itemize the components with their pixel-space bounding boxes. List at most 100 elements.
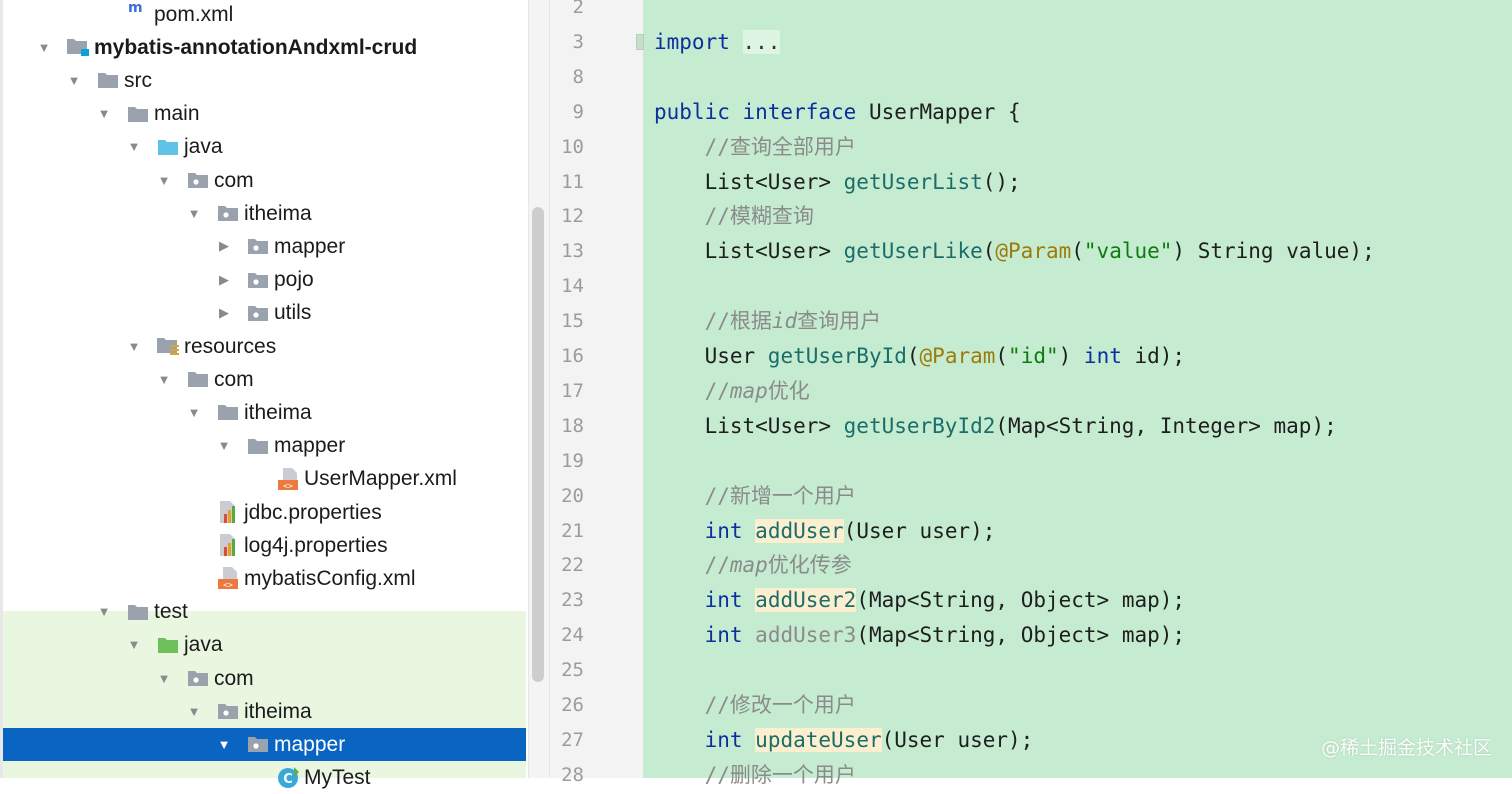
code-line[interactable]: //新增一个用户 (654, 479, 856, 514)
expand-arrow-icon[interactable]: ▼ (157, 371, 171, 387)
tree-item-label: UserMapper.xml (304, 467, 457, 491)
tree-item[interactable]: ▼com (3, 363, 526, 396)
package-icon (186, 164, 210, 197)
code-editor[interactable] (643, 0, 1512, 778)
line-number: 15 (561, 310, 584, 333)
code-token (654, 519, 705, 543)
expand-arrow-icon[interactable]: ▼ (187, 205, 201, 221)
expand-arrow-icon[interactable]: ▼ (127, 139, 141, 155)
code-token: 优化传参 (767, 553, 852, 578)
code-line[interactable]: //查询全部用户 (654, 130, 856, 165)
tree-item[interactable]: ▼ resources (3, 330, 526, 363)
collapse-arrow-icon[interactable]: ▶ (219, 238, 229, 254)
code-line[interactable]: //模糊查询 (654, 199, 814, 234)
code-line[interactable]: //map优化 (654, 374, 810, 409)
code-line[interactable]: public interface UserMapper { (654, 95, 1021, 130)
code-line[interactable]: //根据id查询用户 (654, 304, 882, 339)
expand-arrow-icon[interactable]: ▼ (187, 703, 201, 719)
expand-arrow-icon[interactable]: ▼ (97, 604, 111, 620)
tree-item[interactable]: ▼itheima (3, 197, 526, 230)
maven-icon: m (126, 0, 150, 31)
xml-file-icon: <> (216, 562, 240, 595)
code-token: int (704, 727, 743, 752)
code-line[interactable]: List<User> getUserLike(@Param("value") S… (654, 234, 1375, 269)
editor-gutter (550, 0, 643, 778)
tree-item[interactable]: ▼com (3, 662, 526, 695)
code-token (654, 693, 705, 717)
expand-arrow-icon[interactable]: ▼ (67, 72, 81, 88)
tree-item[interactable]: ▼mybatis-annotationAndxml-crud (3, 31, 526, 64)
code-token: @Param (995, 239, 1072, 264)
code-line[interactable]: import ... (654, 25, 781, 60)
tree-item-label: utils (274, 301, 312, 325)
tree-item[interactable]: ▼test (3, 595, 526, 628)
code-line[interactable]: int addUser2(Map<String, Object> map); (654, 583, 1185, 618)
svg-text:<>: <> (223, 581, 233, 590)
tree-item[interactable]: ▼ itheima (3, 396, 526, 429)
tree-item[interactable]: log4j.properties (3, 529, 526, 562)
fold-toggle-icon[interactable] (636, 34, 644, 50)
tree-item-label: mapper (274, 732, 346, 756)
folder-icon (246, 429, 270, 462)
expand-arrow-icon[interactable]: ▼ (97, 106, 111, 122)
tree-item[interactable]: <>mybatisConfig.xml (3, 562, 526, 595)
code-line[interactable]: List<User> getUserById2(Map<String, Inte… (654, 409, 1337, 444)
package-icon (246, 263, 270, 296)
expand-arrow-icon[interactable]: ▼ (127, 338, 141, 354)
code-token: map (729, 553, 768, 578)
code-line[interactable]: List<User> getUserList(); (654, 165, 1021, 200)
code-token: ( (982, 239, 996, 264)
code-token: "value" (1083, 239, 1173, 264)
code-line[interactable]: User getUserById(@Param("id") int id); (654, 339, 1186, 374)
tree-item[interactable]: ▼java (3, 130, 526, 163)
code-line[interactable]: //map优化传参 (654, 548, 852, 583)
tree-item[interactable]: ▶ utils (3, 296, 526, 329)
package-icon (186, 662, 210, 695)
code-token: ( (906, 344, 920, 368)
code-line[interactable]: //修改一个用户 (654, 688, 856, 723)
collapse-arrow-icon[interactable]: ▶ (219, 304, 229, 320)
tree-item-label: itheima (244, 400, 312, 424)
tree-item[interactable]: ▼src (3, 64, 526, 97)
expand-arrow-icon[interactable]: ▼ (187, 404, 201, 420)
expand-arrow-icon[interactable]: ▼ (157, 172, 171, 188)
code-line[interactable]: //删除一个用户 (654, 758, 856, 793)
collapse-arrow-icon[interactable]: ▶ (219, 271, 229, 287)
tree-scrollbar-thumb[interactable] (532, 207, 544, 682)
tree-item-label: MyTest (304, 766, 371, 790)
code-line[interactable]: int addUser(User user); (654, 514, 995, 549)
tree-item[interactable]: ▶mapper (3, 230, 526, 263)
expand-arrow-icon[interactable]: ▼ (157, 670, 171, 686)
tree-item[interactable]: ▼itheima (3, 695, 526, 728)
tree-item[interactable]: ▶ pojo (3, 263, 526, 296)
tree-item-label: log4j.properties (244, 533, 388, 557)
tree-item-label: pojo (274, 268, 314, 292)
tree-item[interactable]: ▼java (3, 628, 526, 661)
expand-arrow-icon[interactable]: ▼ (127, 637, 141, 653)
tree-item[interactable]: ▼mapper (3, 429, 526, 462)
code-token: getUserById2 (843, 413, 996, 438)
tree-item[interactable]: ▼ mapper (3, 727, 526, 761)
tree-item-label: resources (184, 334, 277, 358)
code-line[interactable]: int addUser3(Map<String, Object> map); (654, 618, 1185, 653)
code-token: (User user); (843, 518, 996, 543)
line-number: 28 (561, 763, 584, 786)
line-number: 21 (561, 519, 584, 542)
test-root-folder-icon (156, 628, 180, 661)
folder-icon (96, 64, 120, 97)
code-token (654, 588, 705, 612)
tree-item[interactable]: <>UserMapper.xml (3, 462, 526, 495)
properties-file-icon (216, 529, 240, 562)
expand-arrow-icon[interactable]: ▼ (217, 438, 231, 454)
tree-item[interactable]: ▼com (3, 164, 526, 197)
code-line[interactable]: int updateUser(User user); (654, 723, 1033, 758)
expand-arrow-icon[interactable]: ▼ (217, 736, 231, 752)
expand-arrow-icon[interactable]: ▼ (37, 39, 51, 55)
code-token: UserMapper { (868, 99, 1021, 124)
svg-text:m: m (128, 0, 143, 16)
tree-item[interactable]: ▼main (3, 97, 526, 130)
tree-item[interactable]: jdbc.properties (3, 496, 526, 529)
